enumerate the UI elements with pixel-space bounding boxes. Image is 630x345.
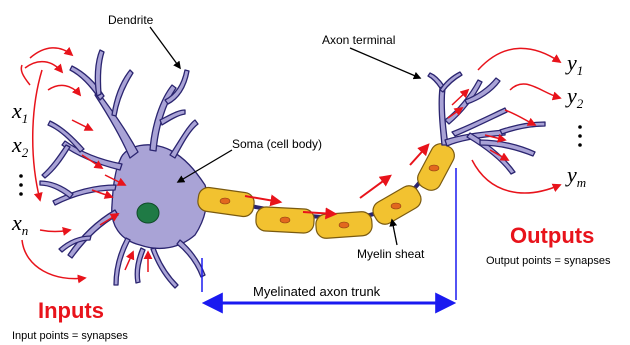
- svg-text:x2: x2: [11, 132, 29, 160]
- output-variables: y1 y2 ym: [565, 50, 586, 190]
- input-xn-sub: n: [22, 223, 29, 238]
- svg-text:y1: y1: [565, 50, 583, 78]
- output-y1-sub: 1: [577, 63, 584, 78]
- outputs-subtitle: Output points = synapses: [486, 255, 611, 267]
- soma-label: Soma (cell body): [232, 137, 322, 151]
- svg-text:ym: ym: [565, 162, 586, 190]
- myelin-sheath-label: Myelin sheat: [357, 247, 425, 261]
- input-xn-var: x: [11, 210, 22, 235]
- nucleus: [137, 203, 159, 223]
- output-arrows: [448, 48, 560, 193]
- output-ellipsis: [578, 125, 582, 147]
- output-y2-sub: 2: [577, 96, 584, 111]
- inputs-subtitle: Input points = synapses: [12, 330, 128, 342]
- output-y1-var: y: [565, 50, 577, 75]
- svg-text:xn: xn: [11, 210, 28, 238]
- output-y2-var: y: [565, 83, 577, 108]
- input-x2-sub: 2: [22, 145, 29, 160]
- svg-text:x1: x1: [11, 98, 28, 126]
- input-x2-var: x: [11, 132, 22, 157]
- output-ym-var: y: [565, 162, 577, 187]
- inputs-heading: Inputs: [38, 298, 104, 323]
- axon-trunk-label: Myelinated axon trunk: [253, 284, 381, 299]
- axon-terminal-label: Axon terminal: [322, 33, 395, 47]
- output-ym-sub: m: [577, 175, 586, 190]
- svg-text:y2: y2: [565, 83, 584, 111]
- input-x1-sub: 1: [22, 111, 29, 126]
- outputs-heading: Outputs: [510, 223, 594, 248]
- dendrite-label: Dendrite: [108, 13, 154, 27]
- input-ellipsis: [19, 174, 23, 196]
- input-x1-var: x: [11, 98, 22, 123]
- input-variables: x1 x2 xn: [11, 98, 29, 238]
